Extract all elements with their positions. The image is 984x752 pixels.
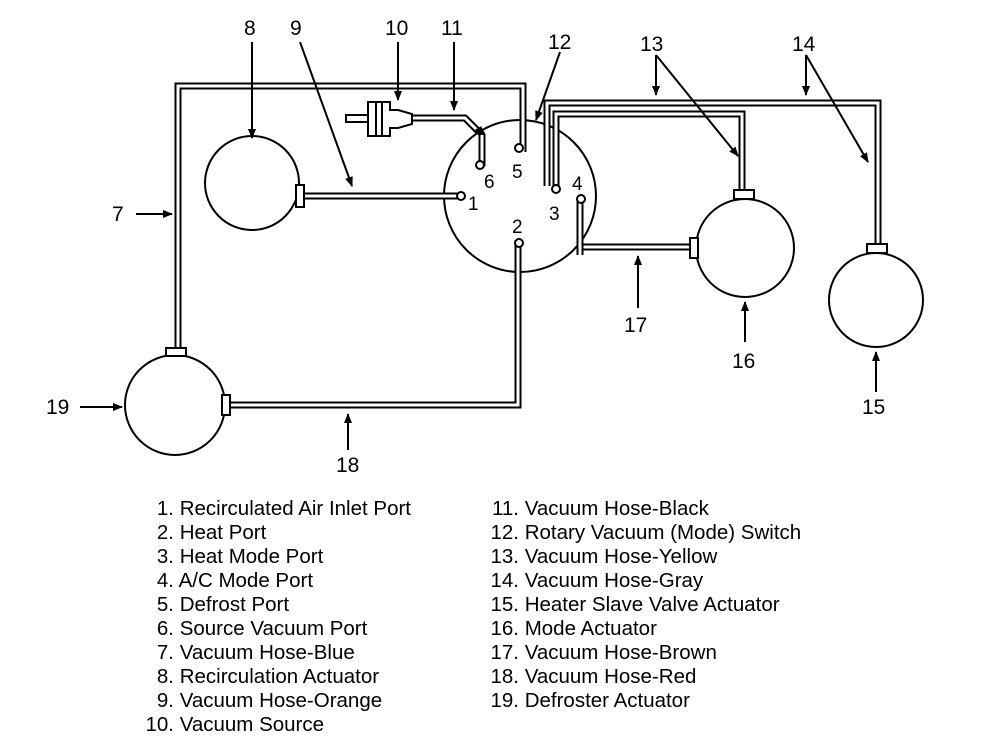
legend-item: 10. Vacuum Source — [145, 713, 325, 736]
legend-item: 19. Defroster Actuator — [490, 689, 690, 712]
port-label-3: 3 — [549, 204, 560, 225]
port-6-end — [475, 160, 485, 170]
mode-actuator — [689, 189, 795, 298]
callout-8: 8 — [244, 17, 256, 40]
leader-12 — [535, 51, 561, 121]
port-label-2: 2 — [512, 217, 523, 238]
callout-13: 13 — [640, 33, 663, 56]
legend-item: 5. Defrost Port — [156, 593, 290, 616]
port-label-1: 1 — [468, 194, 479, 215]
callout-12: 12 — [548, 31, 571, 54]
switch-port-ends — [456, 143, 586, 248]
legend-item: 6. Source Vacuum Port — [156, 617, 368, 640]
legend-item: 7. Vacuum Hose-Blue — [156, 641, 355, 664]
callout-14: 14 — [792, 33, 816, 56]
legend-item: 15. Heater Slave Valve Actuator — [490, 593, 780, 616]
leader-13b — [655, 54, 739, 157]
legend-item: 18. Vacuum Hose-Red — [490, 665, 697, 688]
port-label-5: 5 — [512, 162, 523, 183]
legend-column-right: 11. Vacuum Hose-Black 12. Rotary Vacuum … — [485, 497, 802, 713]
legend-column-left: 1. Recirculated Air Inlet Port 2. Heat P… — [140, 497, 412, 737]
callout-11: 11 — [441, 17, 463, 40]
port-1-end — [456, 191, 466, 201]
callout-19: 19 — [46, 396, 69, 419]
callout-15: 15 — [862, 396, 885, 419]
port-4-end — [576, 194, 586, 204]
legend-item: 17. Vacuum Hose-Brown — [490, 641, 717, 664]
leader-14b — [805, 54, 869, 163]
legend-item: 13. Vacuum Hose-Yellow — [490, 545, 718, 568]
port-label-4: 4 — [572, 174, 583, 195]
legend-item: 4. A/C Mode Port — [156, 569, 314, 592]
legend-item: 3. Heat Mode Port — [156, 545, 324, 568]
callout-18: 18 — [336, 454, 359, 477]
hose-brown-17 — [576, 202, 696, 251]
vacuum-source — [345, 101, 413, 137]
legend-item: 1. Recirculated Air Inlet Port — [156, 497, 411, 520]
callout-10: 10 — [385, 17, 408, 40]
port-5-end — [514, 143, 524, 153]
legend-item: 8. Recirculation Actuator — [156, 665, 380, 688]
legend-item: 12. Rotary Vacuum (Mode) Switch — [490, 521, 802, 544]
leader-9 — [299, 41, 353, 187]
hose-red-18 — [226, 246, 522, 409]
vacuum-system-diagram: 5 6 1 3 4 2 8 9 10 11 — [46, 17, 924, 477]
recirculation-actuator — [204, 135, 305, 231]
port-2-end — [514, 238, 524, 248]
callout-16: 16 — [732, 350, 755, 373]
legend-item: 16. Mode Actuator — [490, 617, 657, 640]
defroster-actuator — [124, 347, 231, 456]
legend-item: 11. Vacuum Hose-Black — [492, 497, 709, 520]
legend-item: 14. Vacuum Hose-Gray — [490, 569, 704, 592]
heater-slave-valve-actuator — [828, 243, 924, 348]
callout-17: 17 — [624, 314, 647, 337]
legend-item: 9. Vacuum Hose-Orange — [156, 689, 383, 712]
legend-item: 2. Heat Port — [156, 521, 267, 544]
port-label-6: 6 — [484, 172, 495, 193]
port-3-end — [551, 184, 561, 194]
callout-9: 9 — [290, 17, 302, 40]
callout-7: 7 — [112, 203, 124, 226]
